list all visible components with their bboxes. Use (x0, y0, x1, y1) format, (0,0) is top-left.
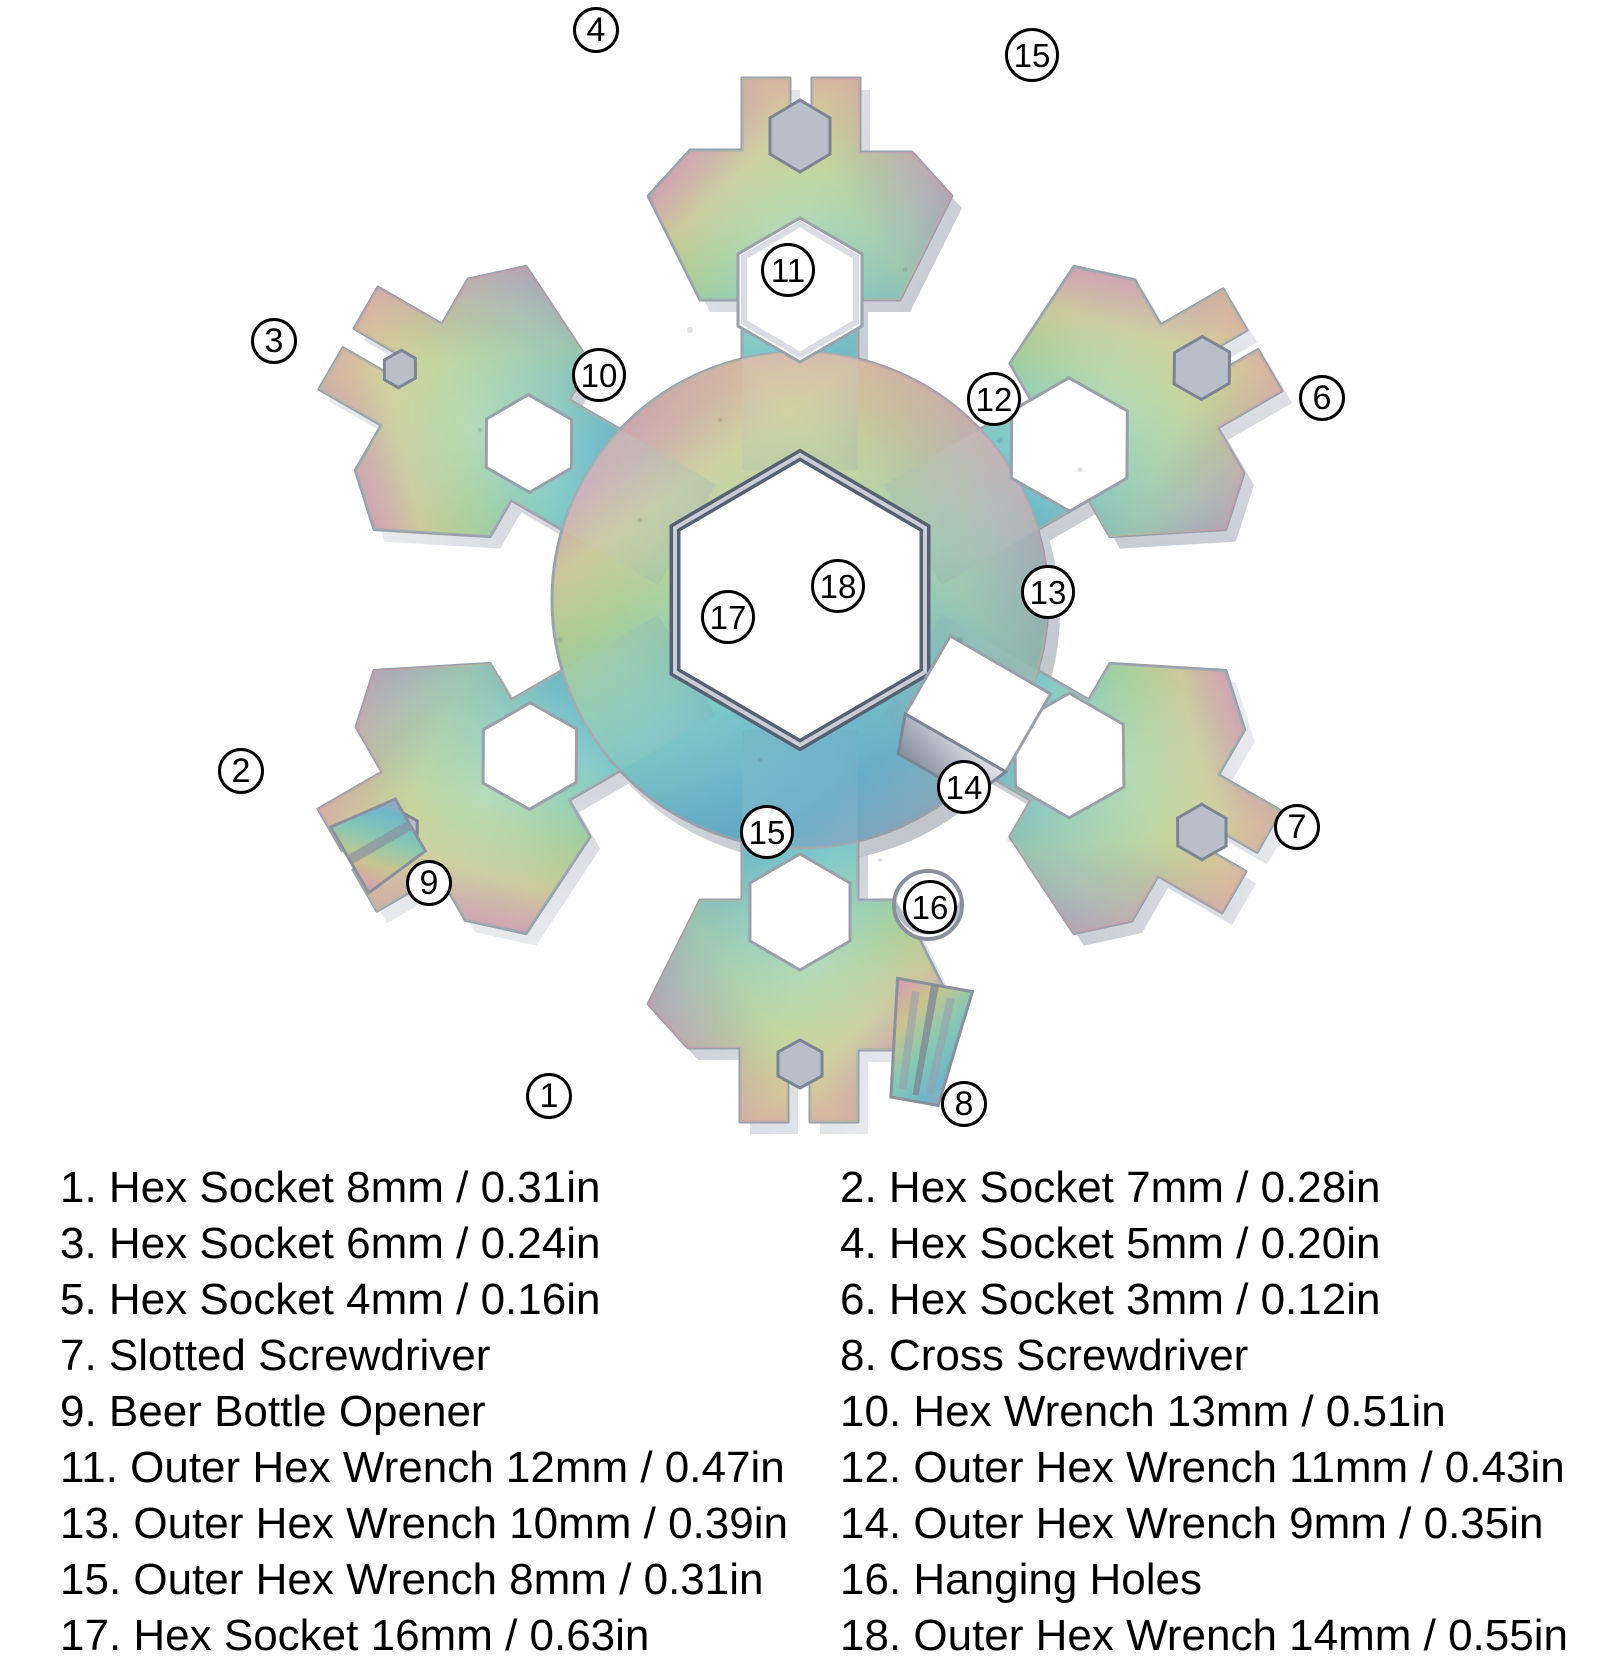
legend-item-right-1: 4. Hex Socket 5mm / 0.20in (840, 1219, 1381, 1268)
product-illustration (270, 76, 1339, 1134)
tool-body (270, 76, 1339, 1134)
legend-item-left-2: 5. Hex Socket 4mm / 0.16in (60, 1275, 601, 1324)
legend-item-left-5: 11. Outer Hex Wrench 12mm / 0.47in (60, 1443, 785, 1492)
center-hex-socket (669, 448, 931, 752)
legend-item-right-6: 14. Outer Hex Wrench 9mm / 0.35in (840, 1499, 1544, 1548)
slotted-screwdriver-tip (328, 797, 428, 896)
callout-marker-16: 16 (903, 880, 957, 934)
callout-marker-14: 14 (937, 760, 991, 814)
callout-marker-15b: 15 (740, 805, 794, 859)
callout-marker-12: 12 (967, 372, 1021, 426)
callout-marker-2: 2 (218, 748, 264, 794)
legend-item-right-5: 12. Outer Hex Wrench 11mm / 0.43in (840, 1443, 1565, 1492)
legend-item-right-4: 10. Hex Wrench 13mm / 0.51in (840, 1387, 1446, 1436)
callout-marker-10: 10 (572, 348, 626, 402)
legend-item-right-7: 16. Hanging Holes (840, 1555, 1203, 1604)
snowflake-multitool-svg (270, 76, 1339, 1134)
legend-item-right-2: 6. Hex Socket 3mm / 0.12in (840, 1275, 1381, 1324)
callout-marker-11: 11 (761, 243, 815, 297)
callout-marker-8: 8 (941, 1081, 987, 1127)
legend-item-right-8: 18. Outer Hex Wrench 14mm / 0.55in (840, 1611, 1568, 1660)
legend-item-left-3: 7. Slotted Screwdriver (60, 1331, 491, 1380)
legend-item-left-4: 9. Beer Bottle Opener (60, 1387, 486, 1436)
callout-marker-15a: 15 (1005, 28, 1059, 82)
legend-item-left-8: 17. Hex Socket 16mm / 0.63in (60, 1611, 650, 1660)
callout-marker-18: 18 (811, 559, 865, 613)
callout-marker-9: 9 (406, 860, 452, 906)
callout-marker-3: 3 (251, 318, 297, 364)
callout-marker-7: 7 (1274, 804, 1320, 850)
legend: 1. Hex Socket 8mm / 0.31in 3. Hex Socket … (0, 1160, 1601, 1660)
callout-marker-13: 13 (1021, 565, 1075, 619)
legend-item-left-6: 13. Outer Hex Wrench 10mm / 0.39in (60, 1499, 788, 1548)
cross-screwdriver-tip (889, 976, 975, 1108)
legend-item-left-0: 1. Hex Socket 8mm / 0.31in (60, 1163, 601, 1212)
legend-column-right: 2. Hex Socket 7mm / 0.28in 4. Hex Socket … (840, 1160, 1568, 1664)
legend-item-left-7: 15. Outer Hex Wrench 8mm / 0.31in (60, 1555, 764, 1604)
outer-hex-cutouts (481, 216, 1129, 972)
legend-item-left-1: 3. Hex Socket 6mm / 0.24in (60, 1219, 601, 1268)
legend-item-right-3: 8. Cross Screwdriver (840, 1331, 1249, 1380)
legend-column-left: 1. Hex Socket 8mm / 0.31in 3. Hex Socket … (60, 1160, 788, 1664)
legend-item-right-0: 2. Hex Socket 7mm / 0.28in (840, 1163, 1381, 1212)
surface-speckle (477, 267, 1083, 862)
callout-marker-17: 17 (701, 590, 755, 644)
callout-marker-1: 1 (526, 1073, 572, 1119)
callout-marker-4: 4 (573, 7, 619, 53)
callout-marker-6: 6 (1299, 375, 1345, 421)
